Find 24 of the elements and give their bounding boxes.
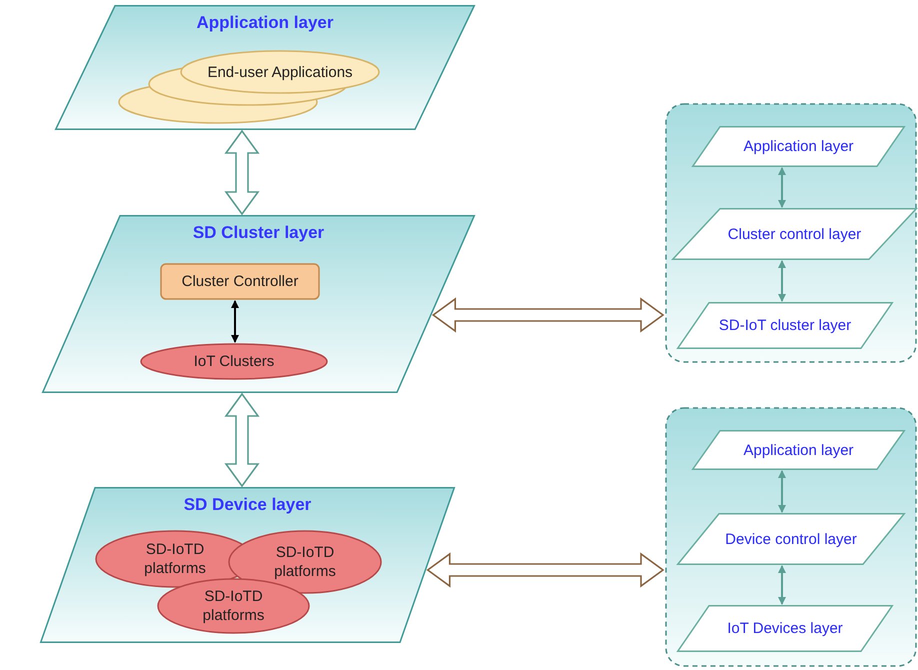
node-label: IoT Devices layer — [727, 619, 843, 638]
node-label: Application layer — [743, 440, 854, 460]
arrow — [778, 470, 786, 513]
node-label: Cluster control layer — [728, 224, 862, 244]
arrow — [231, 300, 239, 343]
node-label: End-user Applications — [207, 62, 353, 82]
node-label: SD-IoTD platforms — [143, 540, 207, 578]
layer-title: SD Cluster layer — [192, 223, 324, 243]
hollow-double-arrow — [426, 552, 664, 588]
hollow-double-arrow — [432, 297, 664, 333]
hollow-double-arrow — [224, 130, 260, 216]
layer-title: Application layer — [196, 13, 334, 33]
node-label: IoT Clusters — [194, 352, 274, 371]
arrow — [778, 167, 786, 208]
hollow-double-arrow — [224, 392, 260, 488]
node-label: SD-IoTD platforms — [202, 587, 266, 625]
node-label: SD-IoTD platforms — [273, 543, 337, 581]
node-label: SD-IoT cluster layer — [718, 316, 852, 335]
node-label: Cluster Controller — [182, 272, 298, 291]
arrow — [778, 565, 786, 605]
node-label: Device control layer — [725, 530, 857, 548]
arrow — [778, 260, 786, 302]
node-label: Application layer — [743, 137, 854, 156]
layer-title: SD Device layer — [184, 495, 312, 515]
